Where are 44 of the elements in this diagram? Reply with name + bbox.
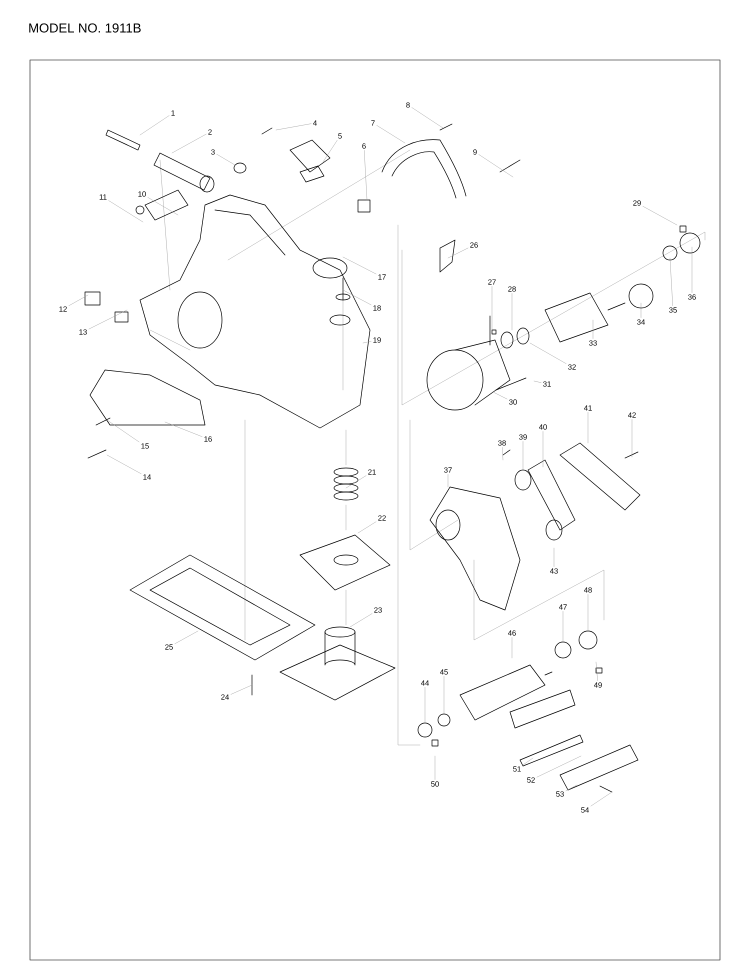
leader-line (68, 294, 88, 306)
leader-line (362, 341, 372, 344)
leader-line (358, 521, 376, 534)
leader-line (502, 447, 504, 460)
leader-line (106, 420, 140, 442)
leader-line (322, 140, 338, 162)
leader-line (108, 200, 144, 222)
leader-line (276, 123, 312, 130)
leader-line (542, 431, 544, 468)
leader-line (342, 256, 376, 274)
leader-line (478, 154, 514, 178)
leader-line (346, 475, 366, 488)
leader-line (342, 290, 372, 306)
leader-line (522, 441, 524, 470)
leader-line (562, 611, 564, 642)
leader-line (434, 756, 436, 780)
leader-line (412, 107, 444, 128)
leader-line (596, 662, 598, 681)
leader-line (172, 134, 206, 154)
leader-line (164, 422, 202, 437)
leader-line (492, 392, 508, 400)
leader-line (148, 197, 178, 216)
leader-line (216, 154, 236, 166)
leader-line (448, 248, 468, 258)
leader-line (642, 206, 678, 226)
leader-line (88, 310, 128, 330)
leader-line (590, 792, 612, 806)
title: MODEL NO. 1911B (29, 23, 141, 33)
leader-line (536, 756, 582, 778)
leader-line (522, 758, 534, 766)
leader-line (106, 454, 142, 474)
leader-line (230, 684, 252, 695)
leader-line (424, 687, 426, 724)
leader-line (376, 125, 406, 144)
leader-line (592, 320, 594, 339)
leader-line (534, 380, 542, 383)
leader-line (350, 613, 372, 628)
leader-line (174, 630, 198, 644)
leader-line (670, 258, 673, 306)
leader-line (566, 784, 578, 792)
leader-line (364, 150, 368, 200)
leader-line (140, 115, 170, 136)
leader-line (640, 302, 642, 318)
leader-line (530, 342, 566, 364)
